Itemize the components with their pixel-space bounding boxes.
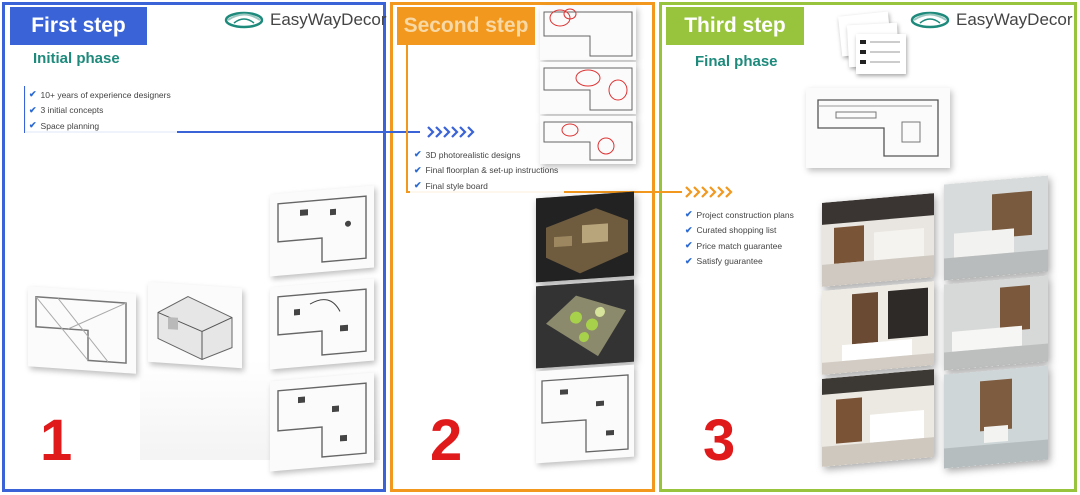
arrow-chevrons-icon [427,126,475,138]
check-icon: ✔ [29,89,37,100]
floorplan-markup-thumbnail [540,62,636,114]
list-item: ✔3 initial concepts [29,104,104,116]
brand-logo: EasyWayDecor [224,10,387,30]
construction-plan-thumbnail [806,88,950,168]
floorplan-sketch-thumbnail [28,286,136,374]
leaf-swoosh-icon [910,11,950,29]
brand-name: EasyWayDecor [270,10,387,29]
step-2-number: 2 [430,408,463,473]
step-1-number: 1 [40,408,73,473]
check-icon: ✔ [29,104,37,115]
3d-render-thumbnail [944,175,1048,281]
check-icon: ✔ [685,240,693,251]
list-item: ✔Final floorplan & set-up instructions [414,164,559,176]
final-phase-heading: Final phase [695,53,778,70]
list-item: ✔Satisfy guarantee [685,255,763,267]
floorplan-markup-thumbnail [540,6,636,60]
second-step-tab: Second step [397,7,535,45]
third-step-tab: Third step [666,7,804,45]
first-step-tab: First step [10,7,147,45]
check-icon: ✔ [414,180,422,191]
arrow-chevrons-icon [685,186,733,198]
3d-render-green-thumbnail [536,279,634,369]
list-item: ✔Price match guarantee [685,240,783,251]
brand-logo: EasyWayDecor [910,10,1073,30]
3d-render-thumbnail [822,281,934,375]
floorplan-markup-thumbnail [540,116,636,164]
document-page [856,34,906,74]
floorplan-thumbnail [536,364,634,464]
list-item: ✔10+ years of experience designers [29,89,171,100]
check-icon: ✔ [29,120,37,131]
step-2-feature-list: ✔3D photorealistic designs ✔Final floorp… [410,143,565,198]
step-3-number: 3 [703,408,736,473]
step-1-feature-list: ✔10+ years of experience designers ✔3 in… [25,83,177,138]
check-icon: ✔ [685,255,693,266]
check-icon: ✔ [414,149,422,160]
check-icon: ✔ [685,224,693,235]
floorplan-thumbnail [270,278,374,370]
step-2-panel [390,2,655,492]
check-icon: ✔ [414,164,422,175]
list-item: ✔Final style board [414,180,488,191]
connector-2-to-3 [406,45,733,198]
initial-phase-heading: Initial phase [33,50,120,67]
3d-render-thumbnail [822,193,934,287]
step-3-feature-list: ✔Project construction plans ✔Curated sho… [681,203,800,273]
floorplan-thumbnail [270,372,374,472]
3d-render-dark-thumbnail [536,191,634,283]
list-item: ✔Project construction plans [685,209,794,220]
list-item: ✔3D photorealistic designs [414,149,521,160]
3d-layout-thumbnail [148,281,242,369]
3d-render-thumbnail [944,365,1048,469]
floorplan-thumbnail [270,185,374,277]
step-1-panel [2,2,386,492]
step-3-panel [659,2,1077,492]
3d-render-thumbnail [822,369,934,467]
list-item: ✔Space planning [29,120,100,131]
brand-name: EasyWayDecor [956,10,1073,29]
list-item: ✔Curated shopping list [685,224,777,236]
3d-render-thumbnail [944,275,1048,371]
leaf-swoosh-icon [224,11,264,29]
check-icon: ✔ [685,209,693,220]
